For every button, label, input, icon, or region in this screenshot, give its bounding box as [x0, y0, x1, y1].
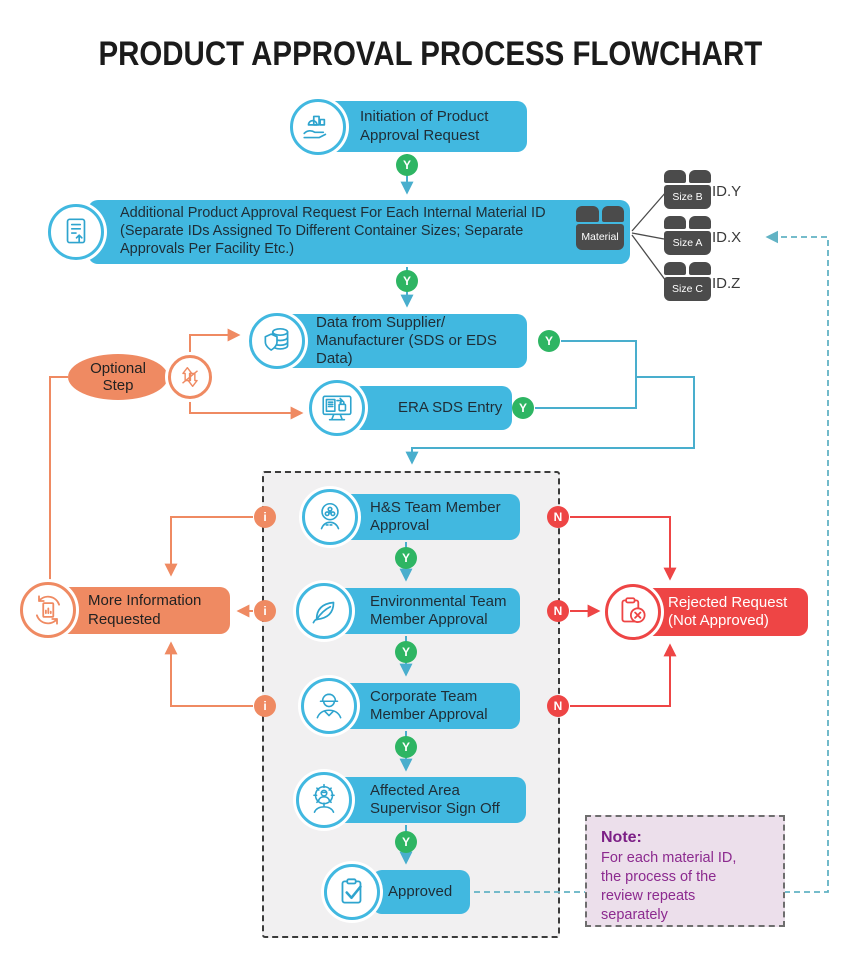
yes-badge: Y [395, 831, 417, 853]
yes-badge: Y [395, 641, 417, 663]
note-body: For each material ID, the process of the… [601, 850, 737, 923]
yes-badge: Y [395, 547, 417, 569]
yes-badge: Y [512, 397, 534, 419]
node-corporate-approval: Corporate Team Member Approval [336, 683, 520, 729]
size-b-crate-icon: Size B [664, 170, 711, 209]
clipboard-rejected-icon [605, 584, 661, 640]
node-label: Initiation of Product Approval Request [360, 108, 489, 144]
material-fan-lines [631, 191, 667, 282]
shield-database-icon [249, 313, 305, 369]
node-label: H&S Team Member Approval [370, 498, 501, 534]
note-box: Note: For each material ID, the process … [585, 815, 785, 927]
document-refresh-icon [20, 582, 76, 638]
note-heading: Note: [601, 829, 642, 846]
yes-badge: Y [396, 270, 418, 292]
biohazard-mask-icon [302, 489, 358, 545]
sync-arrows-icon [168, 355, 212, 399]
sds-entry-monitor-icon [309, 380, 365, 436]
document-request-icon [48, 204, 104, 260]
node-label: ERA SDS Entry [398, 398, 503, 416]
info-badge: i [254, 600, 276, 622]
info-badge: i [254, 695, 276, 717]
clipboard-check-icon [324, 864, 380, 920]
node-label: Affected Area Supervisor Sign Off [370, 781, 500, 817]
node-label: Additional Product Approval Request For … [120, 205, 546, 257]
yes-badge: Y [396, 154, 418, 176]
yes-badge: Y [395, 736, 417, 758]
node-label: More Information Requested [88, 592, 202, 628]
id-x-label: ID.X [712, 228, 742, 246]
node-hs-approval: H&S Team Member Approval [336, 494, 520, 540]
node-label: Optional Step [90, 359, 146, 394]
node-environmental-approval: Environmental Team Member Approval [336, 588, 520, 634]
size-a-label: Size A [664, 231, 711, 255]
id-y-label: ID.Y [712, 182, 742, 200]
node-data-from-supplier: Data from Supplier/ Manufacturer (SDS or… [272, 314, 527, 368]
node-label: Approved [388, 882, 453, 900]
initiation-hand-icon [290, 99, 346, 155]
info-badge: i [254, 506, 276, 528]
node-era-sds-entry: ERA SDS Entry [352, 386, 512, 430]
gear-supervisor-icon [296, 772, 352, 828]
node-supervisor-signoff: Affected Area Supervisor Sign Off [336, 777, 526, 823]
material-label: Material [576, 224, 624, 250]
id-z-label: ID.Z [712, 274, 741, 292]
material-crate-icon: Material [576, 206, 624, 250]
node-label: Rejected Request (Not Approved) [668, 593, 788, 629]
no-badge: N [547, 506, 569, 528]
node-optional-step: Optional Step [68, 354, 168, 400]
page-title: PRODUCT APPROVAL PROCESS FLOWCHART [98, 34, 762, 73]
node-label: Corporate Team Member Approval [370, 687, 488, 723]
node-approved: Approved [372, 870, 470, 914]
no-badge: N [547, 600, 569, 622]
no-badge: N [547, 695, 569, 717]
node-label: Data from Supplier/ Manufacturer (SDS or… [316, 313, 497, 368]
leaf-icon [296, 583, 352, 639]
size-c-crate-icon: Size C [664, 262, 711, 301]
size-a-crate-icon: Size A [664, 216, 711, 255]
worker-helmet-icon [301, 678, 357, 734]
size-c-label: Size C [664, 277, 711, 301]
size-b-label: Size B [664, 185, 711, 209]
node-label: Environmental Team Member Approval [370, 592, 507, 628]
yes-badge: Y [538, 330, 560, 352]
node-additional-request: Additional Product Approval Request For … [88, 200, 630, 264]
